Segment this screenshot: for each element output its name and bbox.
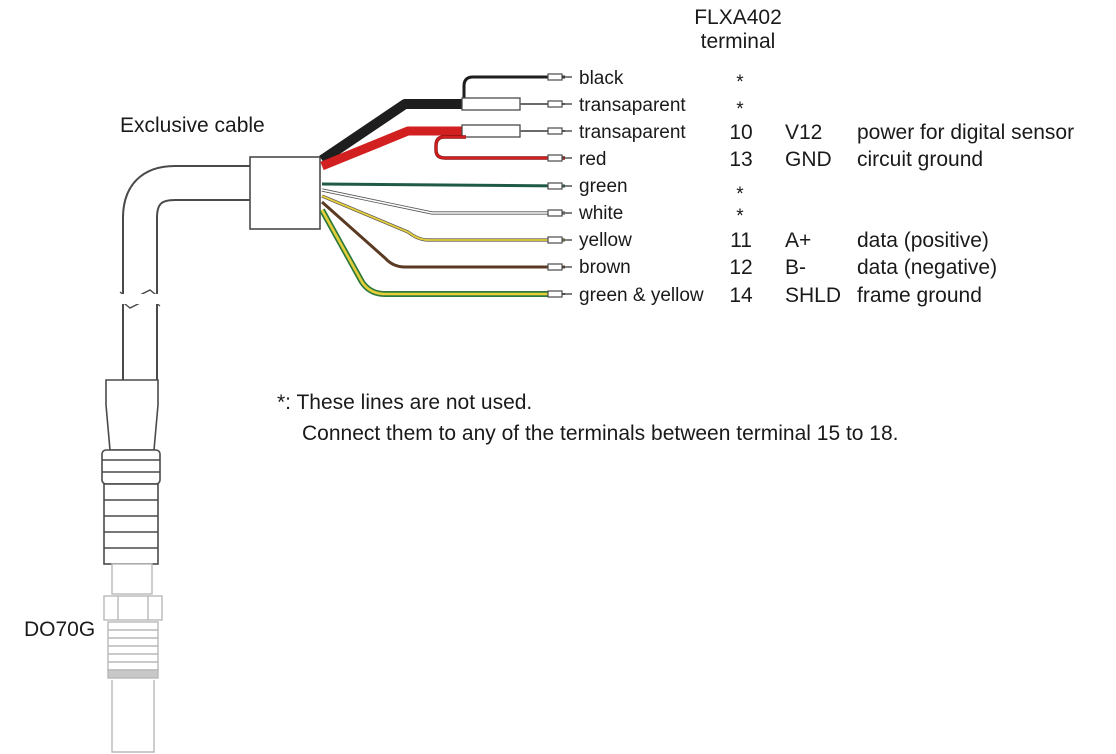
wire-terminal: 12: [729, 256, 752, 279]
header-line2: terminal: [701, 30, 776, 53]
wire-code: GND: [785, 148, 832, 171]
wire-code: V12: [785, 121, 822, 144]
sensor-connector: [101, 379, 161, 565]
sensor-body: [103, 563, 163, 753]
wire-description: frame ground: [857, 284, 982, 307]
cable-label: Exclusive cable: [120, 114, 265, 137]
wire-description: data (positive): [857, 229, 989, 252]
wire-table: black * transaparent * transaparent 10 V…: [578, 68, 1074, 307]
wire-name: green: [579, 176, 628, 197]
wires: [319, 75, 566, 297]
wire-name: transaparent: [579, 122, 686, 143]
wire-black-jacket: [319, 99, 462, 165]
sensor-label: DO70G: [24, 618, 95, 641]
wire-terminals: [547, 73, 563, 298]
wire-description: data (negative): [857, 256, 997, 279]
wire-red-jacket: [320, 126, 462, 171]
wire-name: transaparent: [579, 95, 686, 116]
wire-description: power for digital sensor: [857, 121, 1074, 144]
red-wire-sleeve: [461, 124, 521, 138]
wire-green-yellow: [319, 208, 548, 297]
wire-terminal: *: [736, 206, 744, 227]
wire-terminal: *: [736, 184, 744, 205]
wire-name: red: [579, 149, 606, 170]
splice-sleeve: [249, 156, 321, 230]
wire-red: [434, 135, 565, 160]
wire-name: white: [578, 203, 623, 224]
wire-terminal: *: [736, 72, 744, 93]
note-line2: Connect them to any of the terminals bet…: [302, 422, 899, 445]
wire-code: A+: [785, 229, 811, 252]
wire-name: yellow: [579, 230, 632, 251]
wire-terminal: 11: [730, 229, 752, 252]
main-cable: [118, 165, 250, 380]
wire-terminal: *: [736, 99, 744, 120]
header-line1: FLXA402: [694, 6, 782, 29]
wire-code: B-: [785, 256, 806, 279]
wire-terminal: 14: [729, 284, 753, 307]
wire-description: circuit ground: [857, 148, 983, 171]
wire-black: [462, 75, 565, 100]
wire-green: [321, 182, 566, 188]
note-line1: *: These lines are not used.: [277, 391, 532, 414]
wire-terminal: 13: [729, 148, 752, 171]
wire-name: brown: [579, 257, 631, 278]
terminal-leads: [562, 76, 572, 295]
wire-name: green & yellow: [579, 285, 704, 306]
wire-brown: [321, 200, 565, 269]
wire-name: black: [579, 68, 624, 89]
black-wire-sleeve: [461, 97, 521, 111]
wire-terminal: 10: [729, 121, 752, 144]
wire-code: SHLD: [785, 284, 841, 307]
